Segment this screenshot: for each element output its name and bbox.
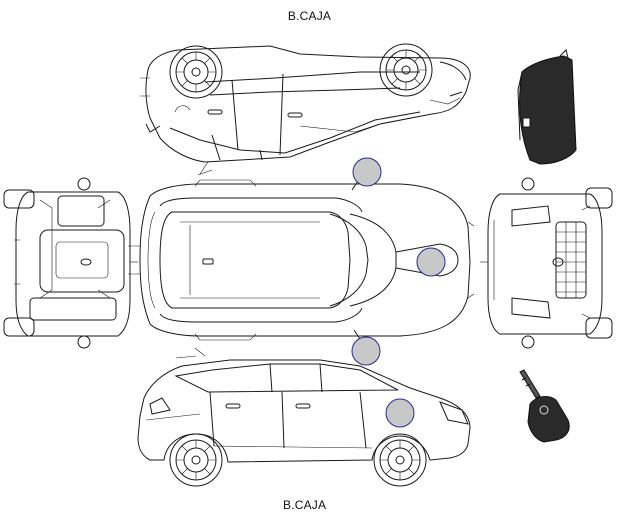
car-top-view (128, 177, 475, 343)
car-front-view (480, 177, 613, 349)
top-view-label: B.CAJA (287, 9, 332, 23)
car-rear-view (3, 177, 138, 349)
bottom-view-label: B.CAJA (283, 498, 327, 512)
damage-marker[interactable] (416, 247, 446, 277)
car-side-view-lower (137, 347, 471, 487)
damage-marker[interactable] (352, 157, 382, 187)
damage-marker[interactable] (385, 398, 415, 428)
car-side-view-upper (140, 43, 471, 176)
car-key-icon (519, 369, 570, 443)
cargo-cover-icon (517, 49, 577, 165)
damage-marker[interactable] (351, 336, 381, 366)
